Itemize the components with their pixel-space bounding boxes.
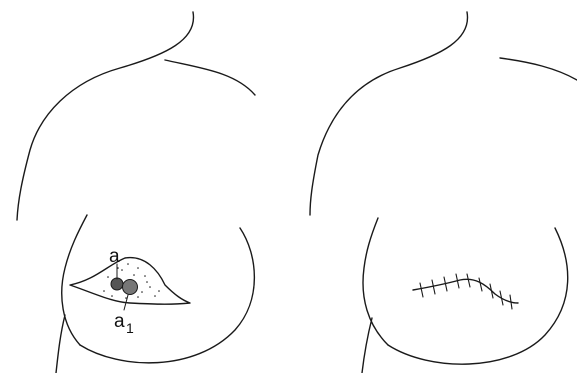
right-lower-waist-line bbox=[362, 318, 372, 373]
right-armpit-line bbox=[500, 58, 577, 80]
torso-before bbox=[17, 12, 255, 373]
left-armpit-line bbox=[165, 60, 255, 95]
right-shoulder-line bbox=[310, 12, 468, 215]
label-a: a bbox=[109, 246, 120, 267]
excision-area bbox=[70, 258, 190, 310]
left-shoulder-line bbox=[17, 12, 194, 220]
left-lower-waist-line bbox=[56, 315, 65, 373]
left-breast-outline bbox=[80, 228, 254, 363]
sutured-scar bbox=[413, 274, 518, 309]
lesion-a bbox=[111, 278, 123, 290]
right-breast-outline bbox=[388, 228, 568, 364]
label-a1: a bbox=[114, 311, 125, 332]
torso-after bbox=[310, 12, 577, 373]
right-side-body-line bbox=[363, 218, 388, 345]
lesion-a1 bbox=[123, 280, 138, 295]
left-side-body-line bbox=[62, 215, 87, 345]
label-a1-subscript: 1 bbox=[126, 320, 134, 336]
